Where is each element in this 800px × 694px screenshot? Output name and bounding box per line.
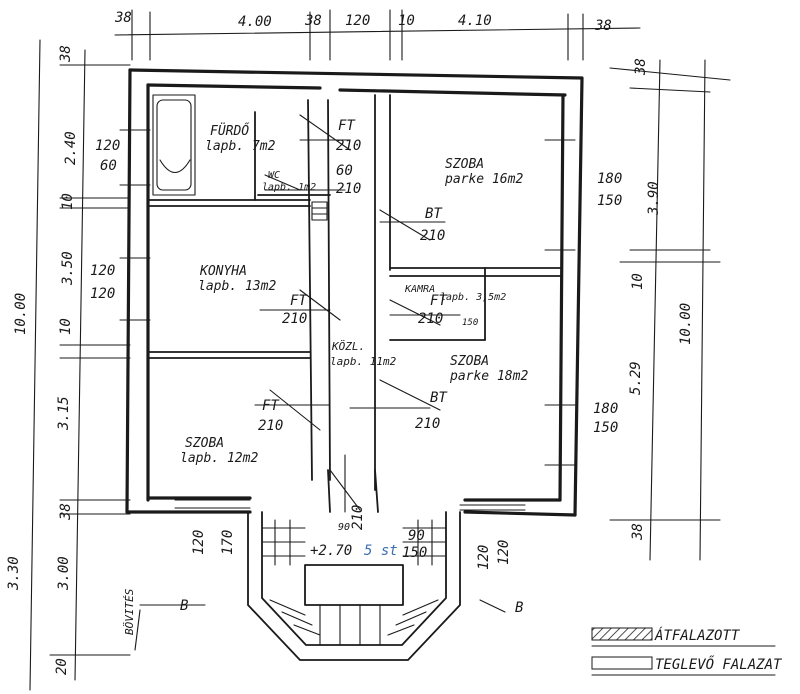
room-area-1: lapb. 1m2 bbox=[262, 182, 316, 193]
opening-top-9: BT bbox=[430, 390, 448, 406]
dim-top-2: 38 bbox=[304, 13, 322, 29]
opening-top-7: FT bbox=[290, 293, 308, 309]
room-area-3: lapb. 13m2 bbox=[198, 279, 276, 294]
opening-top-12: 120 bbox=[476, 545, 492, 570]
opening-top-8: FT bbox=[430, 293, 448, 309]
dim-right-4: 38 bbox=[630, 523, 646, 541]
room-area-5: lapb. 11m2 bbox=[330, 355, 397, 368]
top-dimension-labels: 38 4.00 38 120 10 4.10 38 bbox=[114, 10, 612, 34]
section-line bbox=[134, 599, 506, 651]
dim-left-8: 20 bbox=[54, 658, 70, 675]
misc-labels: +2.70 5 st 120 170 BÖVITÉS B B 150 90 21… bbox=[123, 318, 523, 635]
room-name-4: KAMRA bbox=[404, 284, 435, 295]
legend-plain-swatch bbox=[591, 656, 653, 670]
dim-left-total-1: 3.30 bbox=[6, 556, 22, 591]
section-mark-right: B bbox=[515, 600, 523, 616]
legend-label-1: TEGLEVŐ FALAZAT bbox=[655, 655, 783, 673]
dim-right-total: 10.00 bbox=[678, 303, 694, 345]
opening-top-4: FT bbox=[338, 118, 356, 134]
extension-note: BÖVITÉS bbox=[123, 588, 136, 635]
dim-left-4: 10 bbox=[58, 318, 74, 335]
room-name-2: SZOBA bbox=[445, 157, 484, 172]
dim-right-1: 3.90 bbox=[646, 181, 662, 216]
opening-bottom-5: 210 bbox=[336, 181, 361, 197]
dim-left-7: 3.00 bbox=[56, 556, 72, 591]
opening-bottom-11: 150 bbox=[402, 545, 427, 561]
dim-left-2: 10 bbox=[60, 193, 76, 210]
dim-left-1: 2.40 bbox=[63, 131, 79, 165]
dim-right-2: 10 bbox=[630, 273, 646, 290]
opening-bottom-10: 210 bbox=[258, 418, 283, 434]
dim-top-1: 4.00 bbox=[238, 14, 272, 30]
stair-note-90: 90 bbox=[338, 522, 350, 533]
bottom-dim-170: 170 bbox=[220, 530, 236, 555]
kamra-note-150: 150 bbox=[462, 318, 478, 328]
opening-bottom-1: 120 bbox=[90, 286, 115, 302]
opening-bottom-12: 120 bbox=[496, 540, 512, 565]
room-labels: FÜRDŐ lapb. 7m2 WC lapb. 1m2 SZOBA parke… bbox=[180, 122, 528, 466]
outer-walls bbox=[125, 68, 584, 517]
opening-top-6: BT bbox=[425, 206, 443, 222]
door-marks bbox=[119, 114, 576, 513]
elevation-label: +2.70 bbox=[310, 543, 352, 559]
dim-left-total-0: 10.00 bbox=[13, 293, 29, 335]
dim-top-3: 120 bbox=[345, 13, 370, 29]
interior-walls bbox=[147, 94, 561, 513]
dim-top-4: 10 bbox=[398, 13, 415, 29]
dim-top-0: 38 bbox=[114, 10, 132, 26]
opening-top-2: 180 bbox=[597, 171, 622, 187]
room-name-5: KÖZL. bbox=[331, 340, 365, 353]
dim-left-3: 3.50 bbox=[60, 251, 76, 286]
dim-left-0: 38 bbox=[58, 45, 74, 63]
opening-bottom-7: 210 bbox=[282, 311, 307, 327]
room-area-7: lapb. 12m2 bbox=[180, 451, 258, 466]
bottom-dim-120: 120 bbox=[191, 530, 207, 555]
opening-labels: 120 60 120 120 180 150 180 150 FT 210 60… bbox=[90, 118, 622, 570]
room-name-3: KONYHA bbox=[199, 264, 247, 279]
opening-bottom-9: 210 bbox=[415, 416, 440, 432]
opening-top-3: 180 bbox=[593, 401, 618, 417]
dim-top-5: 4.10 bbox=[458, 13, 492, 29]
blue-note: 5 st bbox=[364, 543, 398, 559]
opening-top-11: 90 bbox=[408, 528, 425, 544]
bathtub bbox=[152, 94, 196, 196]
chimney bbox=[311, 201, 328, 221]
dim-left-5: 3.15 bbox=[56, 396, 72, 431]
room-area-6: parke 18m2 bbox=[449, 369, 528, 384]
opening-bottom-8: 210 bbox=[418, 311, 443, 327]
room-name-7: SZOBA bbox=[185, 436, 224, 451]
stair-treads bbox=[261, 519, 447, 646]
stair-note-210: 210 bbox=[350, 505, 366, 530]
opening-bottom-2: 150 bbox=[597, 193, 622, 209]
stair-bay bbox=[247, 511, 461, 661]
legend-hatch-swatch bbox=[591, 627, 653, 641]
legend-label-0: ÁTFALAZOTT bbox=[654, 627, 741, 644]
room-name-1: WC bbox=[268, 170, 280, 181]
opening-top-5: 60 bbox=[336, 163, 353, 179]
opening-bottom-6: 210 bbox=[420, 228, 445, 244]
left-dimension-labels: 38 2.40 10 3.50 10 3.15 38 3.00 20 10.00… bbox=[6, 45, 79, 675]
right-dimension-labels: 38 3.90 10 5.29 38 10.00 bbox=[628, 58, 694, 541]
dimension-lines bbox=[29, 9, 731, 691]
room-area-0: lapb. 7m2 bbox=[205, 139, 276, 154]
dim-right-3: 5.29 bbox=[628, 361, 644, 395]
opening-top-0: 120 bbox=[95, 138, 120, 154]
opening-bottom-0: 60 bbox=[100, 158, 117, 174]
opening-bottom-4: 210 bbox=[336, 138, 361, 154]
section-mark-left: B bbox=[180, 598, 188, 614]
room-name-0: FÜRDŐ bbox=[210, 122, 250, 139]
dim-top-6: 38 bbox=[594, 18, 612, 34]
room-area-4: lapb. 3,5m2 bbox=[440, 292, 506, 303]
dim-left-6: 38 bbox=[58, 503, 74, 521]
opening-bottom-3: 150 bbox=[593, 420, 618, 436]
legend: ÁTFALAZOTT TEGLEVŐ FALAZAT bbox=[591, 627, 783, 676]
room-area-2: parke 16m2 bbox=[444, 172, 523, 187]
opening-top-10: FT bbox=[262, 398, 280, 414]
opening-top-1: 120 bbox=[90, 263, 115, 279]
room-name-6: SZOBA bbox=[450, 354, 489, 369]
dim-right-0: 38 bbox=[633, 58, 649, 76]
